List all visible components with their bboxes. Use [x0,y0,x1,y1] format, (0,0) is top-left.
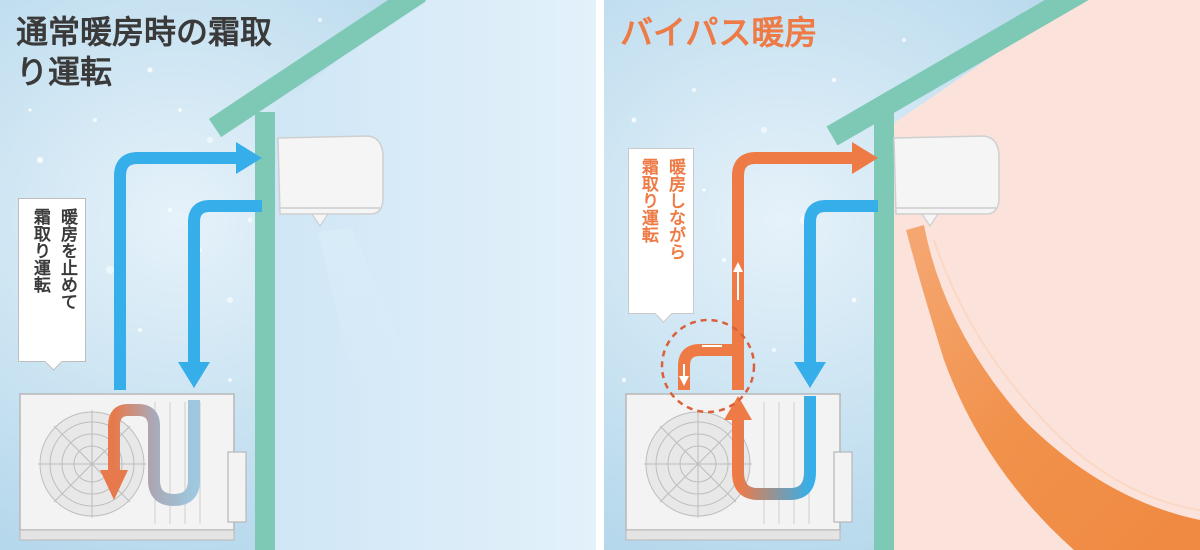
flow-arrow [732,142,878,390]
panel-normal-defrost: 通常暖房時の霜取り運転 暖房を止めて 霜取り運転 [0,0,596,550]
roof-line [208,0,427,138]
panel-bypass-heating: バイパス暖房 暖房しながら 霜取り運転 [604,0,1200,550]
roof-line [826,0,1089,146]
title-normal-defrost: 通常暖房時の霜取り運転 [16,13,273,91]
flow-arrow [724,396,816,500]
right-illustration [604,0,1200,550]
bubble-line: 暖房を止めて [57,208,77,310]
flow-arrow [114,142,262,390]
speech-bubble-stop-heating: 暖房を止めて 霜取り運転 [18,198,86,371]
speech-bubble-heating-while-defrost: 暖房しながら 霜取り運転 [628,148,694,323]
flow-arrow [178,200,262,388]
bubble-line: 霜取り運転 [29,208,50,293]
house-wall [874,112,894,550]
flow-arrow [678,344,734,390]
indoor-unit [277,135,384,228]
left-illustration [0,0,596,550]
dashed-highlight-circle [660,318,756,414]
house-wall [255,112,275,550]
indoor-unit [893,135,1000,228]
title-bypass-heating: バイパス暖房 [620,13,818,52]
warm-airflow [906,225,1200,550]
cold-airflow [318,228,420,390]
bubble-line: 暖房しながら [665,158,685,260]
fan-grille [38,410,146,518]
bubble-line: 霜取り運転 [637,158,658,243]
flow-arrow [100,400,200,507]
flow-arrow [794,200,878,388]
room-interior [265,0,596,550]
